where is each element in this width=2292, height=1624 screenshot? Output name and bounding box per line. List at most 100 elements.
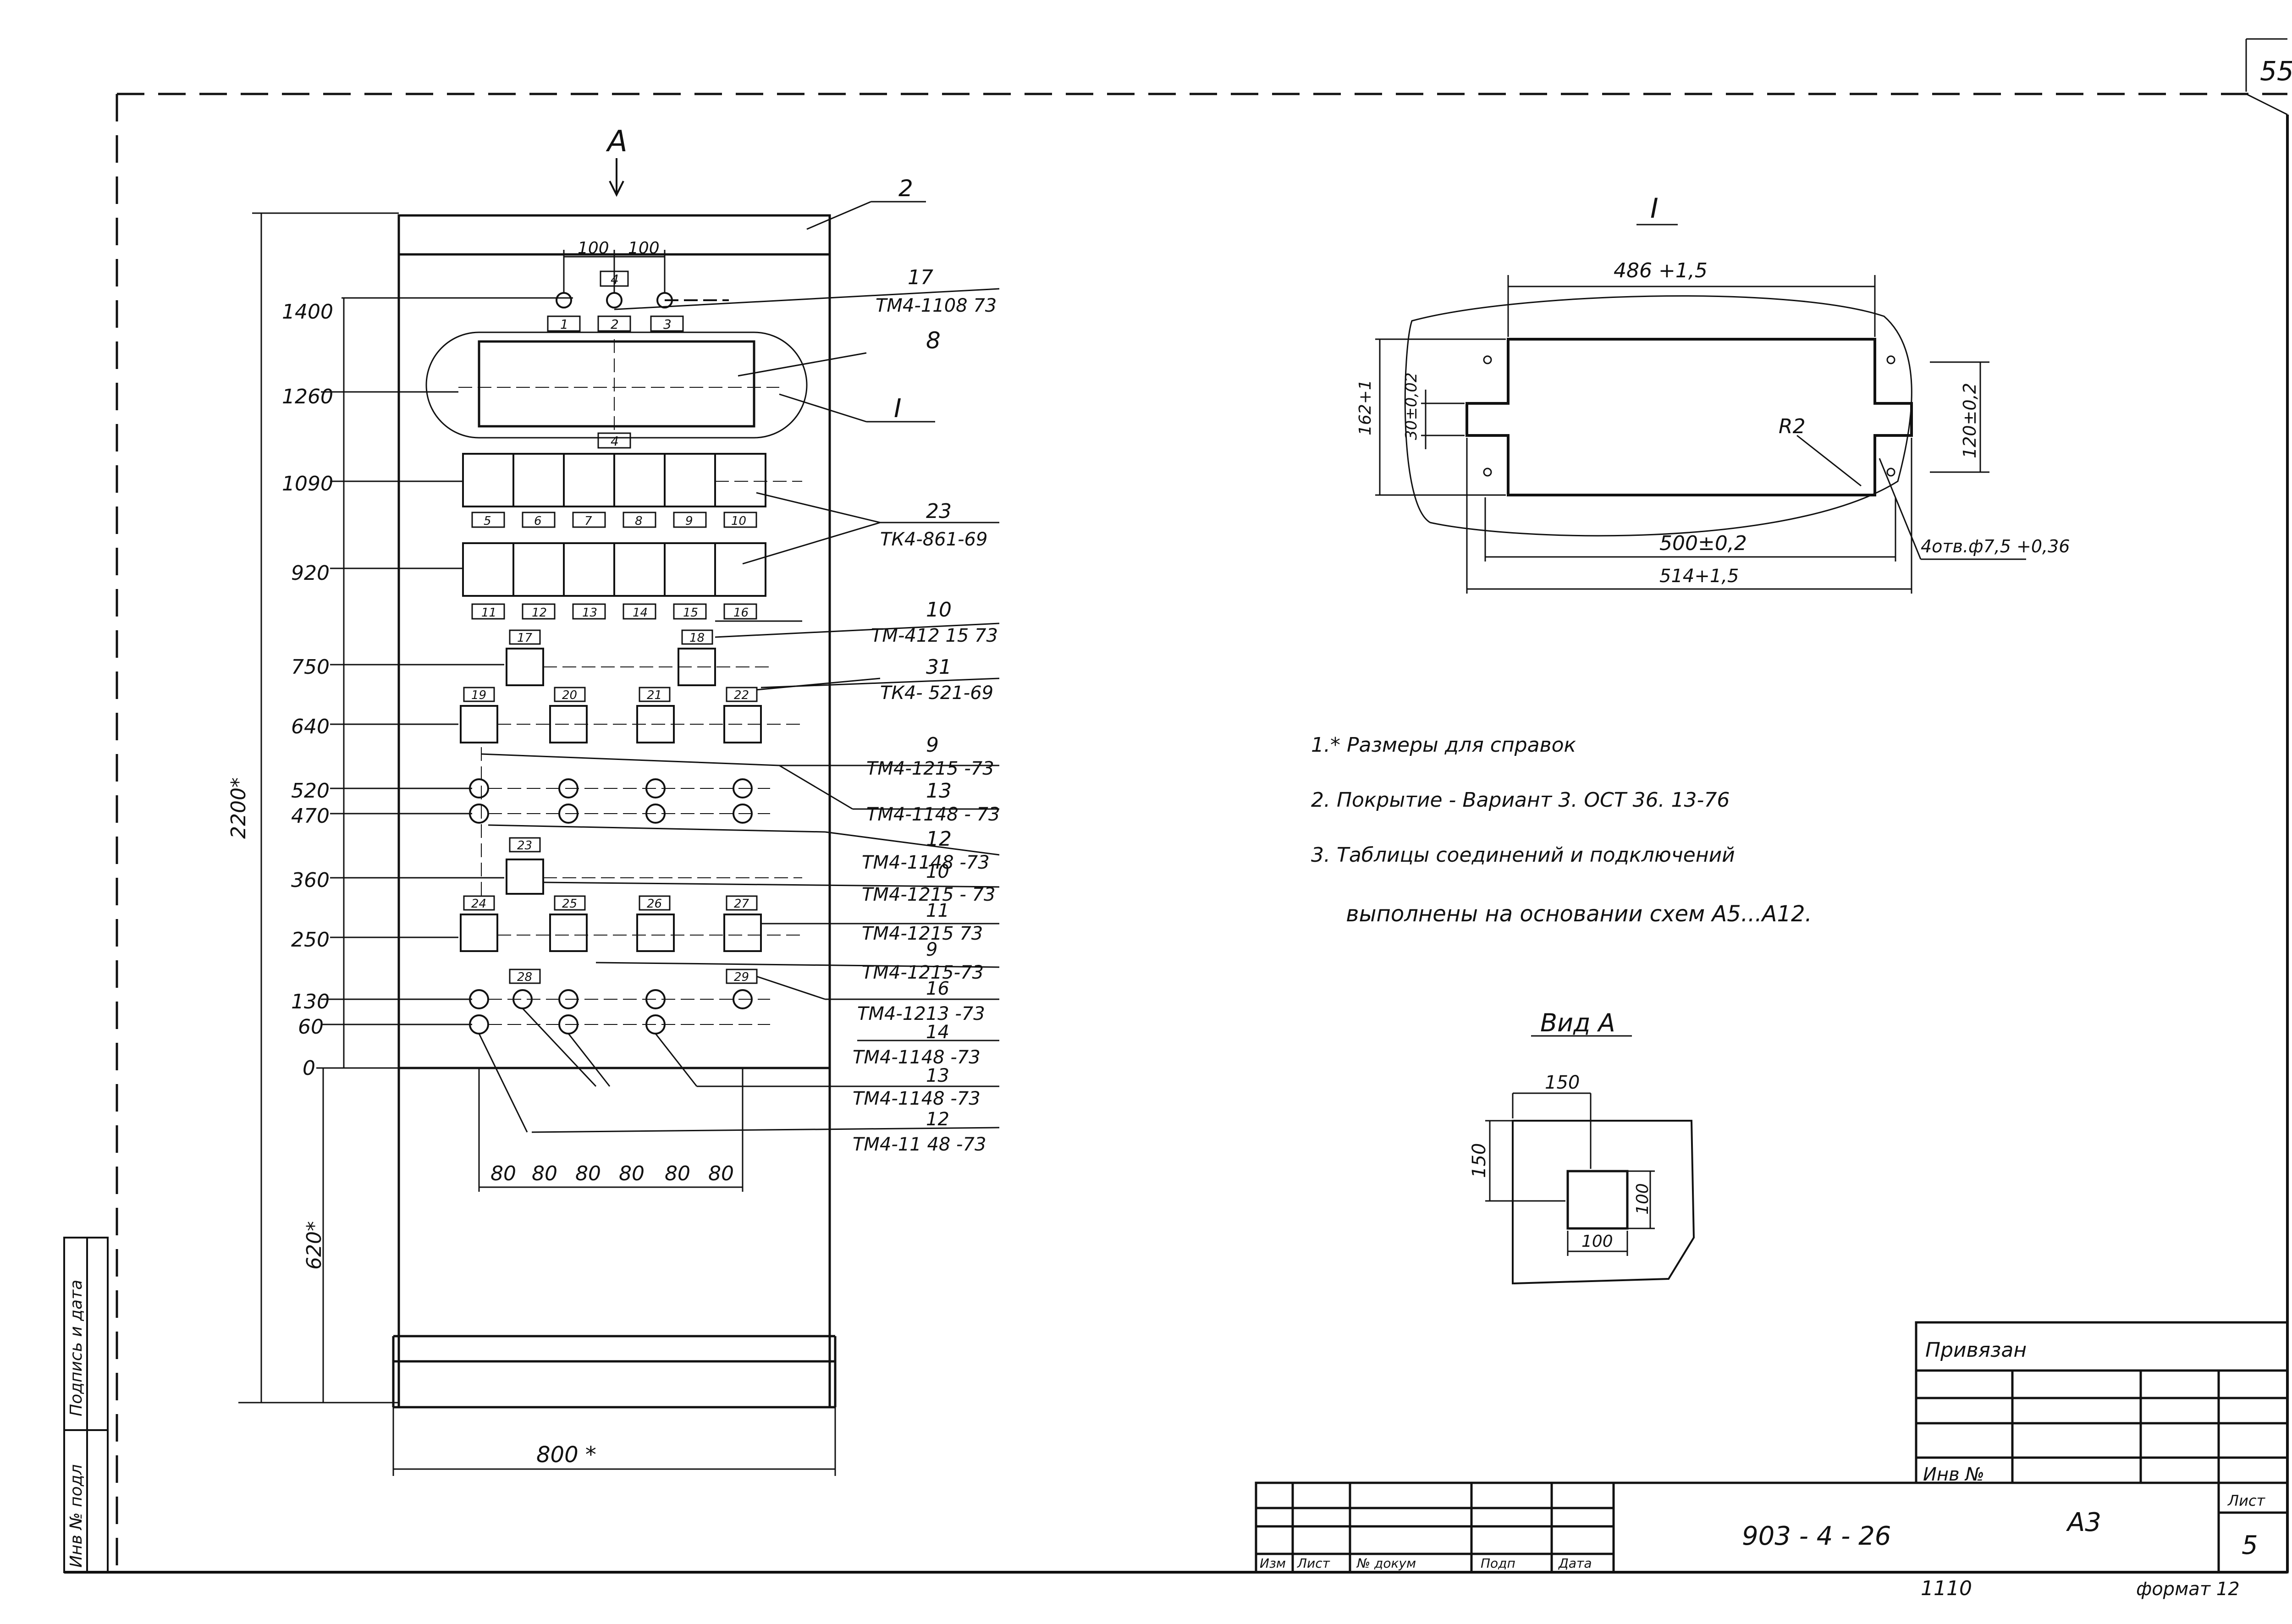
comp-num-6: 13 — [926, 779, 952, 803]
comp-num-14: 12 — [926, 1109, 949, 1130]
row1-tag-1: 1 — [560, 317, 568, 332]
section-i — [1375, 224, 2026, 594]
notes: 1.* Размеры для справок 2. Покрытие - Ва… — [1311, 733, 1812, 927]
lamps-130-60 — [469, 969, 770, 1035]
tb-inv-no: Инв № — [1923, 1464, 1984, 1485]
tag-1090-3: 7 — [584, 514, 592, 528]
tag-920-2: 12 — [532, 606, 547, 620]
callout-2-leader — [806, 201, 926, 230]
callout-2: 2 — [898, 175, 913, 202]
comp-type-1: ТМ4-1108 73 — [876, 295, 997, 316]
section-mark: I — [894, 394, 902, 424]
tb-format-code: А3 — [2066, 1508, 2101, 1537]
tag-640-3: 21 — [647, 688, 662, 702]
section-i-radius: R2 — [1779, 415, 1806, 438]
comp-num-2: 23 — [926, 500, 952, 523]
vertical-total: 2200* — [227, 777, 250, 839]
lamps-520-470 — [469, 747, 770, 898]
elevation-60: 60 — [298, 1015, 324, 1039]
tag-top-text: 4 — [611, 272, 619, 287]
elevation-1090: 1090 — [282, 472, 333, 495]
row1-tag-2: 2 — [611, 317, 619, 332]
tag-360: 23 — [517, 839, 532, 853]
comp-num-10: 9 — [926, 939, 937, 960]
comp-type-3: ТМ-412 15 73 — [871, 625, 998, 646]
devices-640 — [460, 677, 881, 743]
comp-num-7: 12 — [926, 827, 952, 851]
tag-under-window — [597, 432, 631, 449]
tag-920-6: 16 — [733, 606, 749, 620]
side-stamp-col2: Подпись и дата — [67, 1280, 86, 1416]
comp-type-2: ТК4-861-69 — [880, 529, 987, 550]
callout-8: 8 — [926, 327, 941, 354]
tb-col-list: Лист — [1297, 1556, 1330, 1571]
note-4: выполнены на основании схем А5...А12. — [1311, 901, 1812, 927]
tag-1090-1: 5 — [484, 514, 491, 528]
section-i-dim-left-inner: 30±0,02 — [1402, 373, 1421, 440]
bottom-width: 800 * — [536, 1442, 596, 1468]
section-i-holes: 4отв.ф7,5 +0,36 — [1921, 536, 2070, 556]
meters-1090 — [462, 453, 802, 507]
tag-920-4: 14 — [633, 606, 648, 620]
tb-col-dokum: № докум — [1356, 1556, 1416, 1571]
view-a-dim-top: 150 — [1545, 1072, 1580, 1093]
comp-type-11: ТМ4-1213 -73 — [857, 1003, 985, 1024]
view-a-title: Вид А — [1540, 1008, 1615, 1037]
comp-num-8: 10 — [926, 861, 949, 882]
view-a-dim-left: 150 — [1469, 1143, 1490, 1178]
spacing-1: 80 — [490, 1162, 516, 1185]
tb-designation: 903 - 4 - 26 — [1742, 1521, 1891, 1551]
tb-privyazan: Привязан — [1925, 1338, 2027, 1362]
tb-col-data: Дата — [1558, 1556, 1592, 1571]
tag-920-5: 15 — [683, 606, 698, 620]
view-arrow-label: А — [606, 125, 628, 159]
comp-type-6: ТМ4-1148 - 73 — [866, 804, 1000, 825]
elevation-leaders — [321, 297, 573, 1069]
top-dim-2: 100 — [628, 239, 660, 258]
tag-130-2: 29 — [734, 970, 749, 984]
tag-250-4: 27 — [734, 897, 749, 911]
note-1: 1.* Размеры для справок — [1311, 733, 1576, 757]
comp-type-4: ТК4- 521-69 — [880, 683, 993, 704]
row1-tags — [547, 315, 684, 332]
tag-640-4: 22 — [734, 688, 749, 702]
tag-under-window-text: 4 — [611, 434, 619, 449]
comp-num-4: 31 — [926, 655, 952, 679]
tag-250-2: 25 — [562, 897, 577, 911]
comp-type-13: ТМ4-1148 -73 — [853, 1088, 981, 1109]
comp-type-8: ТМ4-1215 - 73 — [862, 884, 995, 905]
tb-sheet-label: Лист — [2227, 1492, 2265, 1509]
title-block — [1255, 1321, 2289, 1574]
section-i-dim-bottom-outer: 514+1,5 — [1659, 566, 1739, 587]
comp-num-3: 10 — [926, 598, 952, 622]
section-i-dim-bottom-inner: 500±0,2 — [1659, 532, 1747, 555]
tb-format-note: формат 12 — [2136, 1579, 2240, 1600]
view-arrow-a — [609, 158, 624, 197]
tb-col-podp: Подп — [1481, 1556, 1515, 1571]
elevation-1400: 1400 — [282, 300, 333, 324]
devices-360 — [506, 837, 802, 895]
spacing-4: 80 — [619, 1162, 645, 1185]
elevation-640: 640 — [291, 715, 330, 738]
comp-num-12: 14 — [926, 1022, 949, 1043]
display-window — [425, 331, 808, 439]
comp-type-10: ТМ4-1215-73 — [862, 962, 984, 983]
tag-250-1: 24 — [471, 897, 486, 911]
tag-top — [600, 270, 629, 287]
tag-130-1: 28 — [517, 970, 532, 984]
view-a-dim-bottom: 100 — [1581, 1232, 1613, 1251]
tag-1090-6: 10 — [731, 514, 746, 528]
comp-type-12: ТМ4-1148 -73 — [853, 1047, 981, 1068]
top-dim-1: 100 — [578, 239, 609, 258]
side-stamp — [63, 1237, 109, 1573]
tag-920-1: 11 — [481, 606, 496, 620]
elevation-360: 360 — [291, 869, 330, 892]
left-dimension — [238, 212, 399, 1404]
comp-num-1: 17 — [908, 266, 933, 289]
meters-920 — [462, 542, 766, 597]
tag-640-1: 19 — [471, 688, 486, 702]
elevation-0: 0 — [303, 1057, 315, 1080]
vertical-base: 620* — [303, 1221, 326, 1270]
tb-sheet-number: 5 — [2242, 1530, 2258, 1560]
